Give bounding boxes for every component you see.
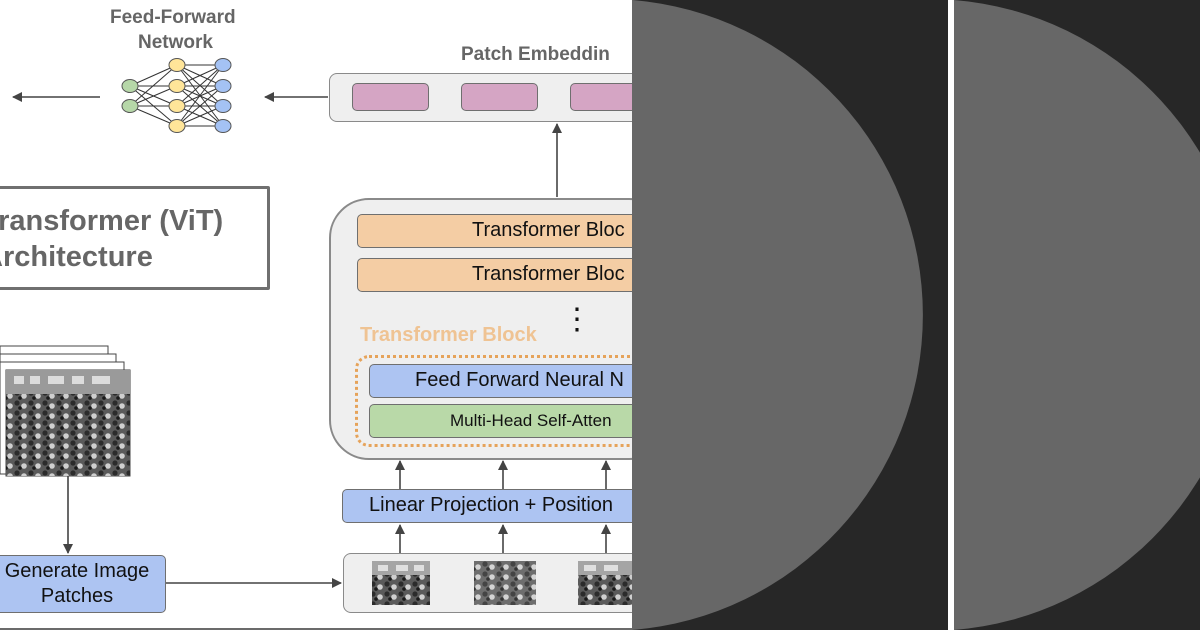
multi-head-attention-block: Multi-Head Self-Atten: [369, 404, 659, 438]
white-divider: [948, 0, 954, 630]
embedding-cell: [461, 83, 538, 111]
input-image-stack: [0, 345, 131, 477]
feed-forward-block: Feed Forward Neural N: [369, 364, 659, 398]
architecture-title-line1: Transformer (ViT): [0, 205, 224, 237]
architecture-title-line2: Architecture: [0, 241, 153, 273]
connector-arrows: [12, 92, 611, 588]
architecture-title-box: [0, 186, 270, 290]
transformer-block: Transformer Bloc: [357, 258, 657, 292]
transformer-block-label: Transformer Block: [360, 324, 537, 346]
image-patch: [372, 561, 430, 605]
half-circle-left: [632, 0, 923, 630]
patch-embedding-title: Patch Embeddin: [461, 44, 610, 65]
embedding-cell: [352, 83, 429, 111]
generate-patches-line2: Patches: [40, 585, 114, 607]
generate-patches-block: Generate Image Patches: [0, 555, 166, 613]
image-patch-thumbnails: [372, 561, 632, 605]
ffn-title-line2: Network: [138, 32, 213, 53]
image-patch: [578, 561, 632, 605]
ffn-title-line1: Feed-Forward: [110, 7, 236, 28]
linear-projection-block: Linear Projection + Position: [342, 489, 662, 523]
bottom-divider: [0, 628, 632, 630]
image-patch: [474, 561, 536, 605]
neural-network-icon: [121, 58, 232, 133]
ellipsis-dots: ⋮: [562, 303, 592, 336]
generate-patches-line1: Generate Image: [4, 560, 150, 582]
transformer-block: Transformer Bloc: [357, 214, 657, 248]
half-circle-graphics: [632, 0, 1200, 630]
half-circle-right: [954, 0, 1200, 630]
